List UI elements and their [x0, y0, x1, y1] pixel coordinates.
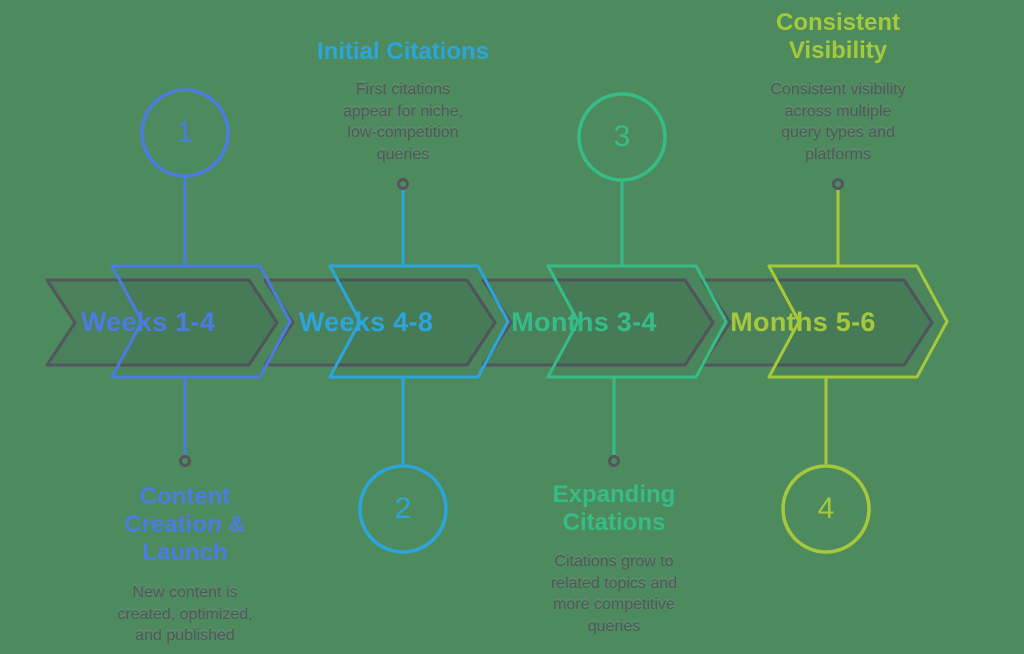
- callout-body-line: Consistent visibility: [770, 81, 906, 98]
- callout-title-phase-2: Initial Citations: [293, 38, 513, 66]
- callout-title-line: Expanding: [552, 481, 676, 508]
- phase-4-label: Months 5-6: [730, 307, 876, 337]
- phase-1-label: Weeks 1-4: [80, 307, 216, 337]
- callout-title-phase-1: Content Creation & Launch: [75, 483, 295, 567]
- milestone-number-3: 3: [613, 120, 631, 153]
- callout-body-line: queries: [376, 145, 430, 163]
- chevron-shadow-phase-2: [263, 278, 497, 367]
- milestone-circle-1: [140, 88, 230, 178]
- milestone-number-1: 1: [176, 116, 194, 149]
- callout-body-line: First citations: [355, 81, 451, 98]
- endpoint-ring-phase-4: [832, 178, 844, 190]
- endpoint-ring-phase-3: [608, 455, 620, 467]
- chevron-shadow-phase-3: [481, 278, 715, 367]
- callout-body-line: more competitive: [553, 596, 675, 613]
- callout-title-line: Content: [139, 483, 231, 510]
- phase-3-label: Months 3-4: [511, 307, 657, 337]
- milestone-circle-2: [358, 464, 448, 554]
- callout-title-line: Visibility: [788, 37, 888, 64]
- phase-2-label: Weeks 4-8: [298, 307, 434, 337]
- endpoint-ring-phase-1: [179, 455, 191, 467]
- chevron-phase-3: [546, 264, 728, 379]
- callout-body-line: queries: [587, 617, 641, 635]
- callout-body-line: appear for niche,: [342, 102, 464, 120]
- chevron-phase-2: [328, 264, 510, 379]
- callout-body-phase-1: New content is created, optimized, and p…: [75, 582, 295, 647]
- endpoint-ring-phase-2: [397, 178, 409, 190]
- milestone-circle-3: [577, 92, 667, 182]
- callout-body-phase-3: Citations grow to related topics and mor…: [504, 551, 724, 637]
- callout-title-line: Citations: [562, 509, 666, 536]
- callout-title-line: Creation &: [124, 511, 246, 538]
- chevron-phase-1: [110, 264, 292, 379]
- callout-body-line: New content is: [132, 584, 238, 601]
- milestone-circle-4: [781, 464, 871, 554]
- callout-body-line: Citations grow to: [554, 553, 674, 570]
- callout-title-line: Launch: [142, 539, 228, 566]
- milestone-number-2: 2: [394, 492, 412, 525]
- callout-body-line: query types and: [781, 124, 895, 141]
- chevron-phase-4: [767, 264, 949, 379]
- callout-body-line: low-competition: [347, 124, 459, 141]
- callout-body-phase-4: Consistent visibility across multiple qu…: [728, 79, 948, 165]
- callout-body-line: created, optimized,: [117, 605, 253, 623]
- callout-body-line: platforms: [805, 145, 871, 163]
- callout-body-line: across multiple: [784, 102, 892, 120]
- callout-title-phase-3: Expanding Citations: [504, 481, 724, 537]
- callout-title-phase-4: Consistent Visibility: [728, 9, 948, 65]
- chevron-shadow-phase-1: [45, 278, 279, 367]
- callout-title-line: Consistent: [775, 9, 900, 36]
- callout-body-line: related topics and: [550, 574, 678, 592]
- callout-body-line: and published: [135, 627, 235, 644]
- milestone-number-4: 4: [817, 492, 835, 525]
- callout-title-line: Initial Citations: [316, 38, 489, 65]
- callout-body-phase-2: First citations appear for niche, low-co…: [293, 79, 513, 165]
- chevron-shadow-phase-4: [700, 278, 934, 367]
